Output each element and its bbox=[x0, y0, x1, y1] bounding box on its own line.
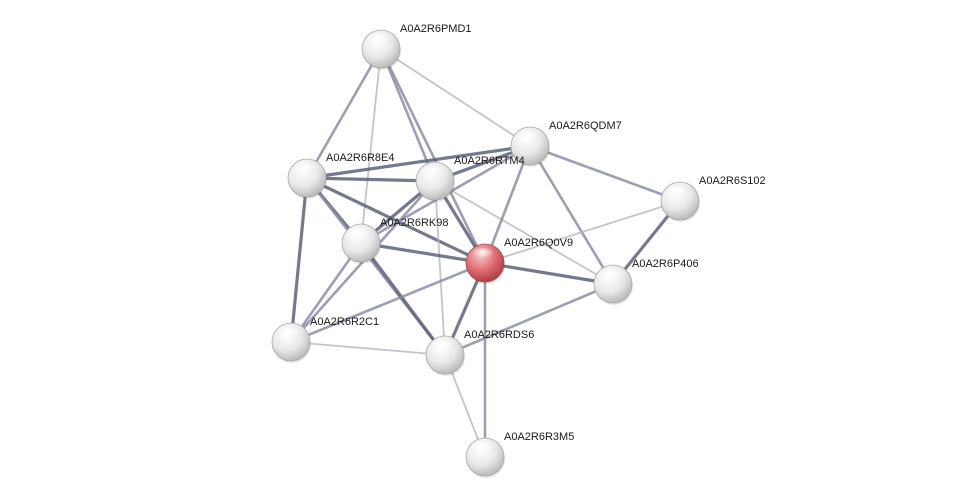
node-label: A0A2R6PMD1 bbox=[400, 23, 472, 35]
node-highlight bbox=[368, 34, 390, 46]
edge-A0A2R6PMD1-A0A2R6Q0V9 bbox=[379, 47, 487, 265]
node-A0A2R6QDM7[interactable]: A0A2R6QDM7 bbox=[510, 120, 622, 167]
node-highlight bbox=[600, 269, 622, 281]
node-label: A0A2R6P406 bbox=[632, 258, 699, 270]
edge-A0A2R6PMD1-A0A2R6RTM4 bbox=[379, 47, 437, 183]
node-label: A0A2R6R3M5 bbox=[504, 431, 574, 443]
node-A0A2R6R8E4[interactable]: A0A2R6R8E4 bbox=[287, 152, 395, 199]
edge-A0A2R6RTM4-A0A2R6RDS6 bbox=[434, 180, 446, 356]
node-label: A0A2R6R2C1 bbox=[310, 316, 379, 328]
edge-A0A2R6R8E4-A0A2R6Q0V9 bbox=[305, 176, 487, 265]
node-label: A0A2R6QDM7 bbox=[549, 120, 622, 132]
node-label: A0A2R6RTM4 bbox=[454, 155, 525, 167]
edge-A0A2R6RK98-A0A2R6R2C1 bbox=[289, 241, 363, 344]
node-highlight bbox=[278, 327, 300, 339]
node-A0A2R6Q0V9[interactable]: A0A2R6Q0V9 bbox=[465, 237, 573, 284]
node-A0A2R6S102[interactable]: A0A2R6S102 bbox=[660, 175, 766, 222]
edge-A0A2R6RK98-A0A2R6Q0V9 bbox=[359, 241, 487, 265]
edge-A0A2R6QDM7-A0A2R6S102 bbox=[528, 144, 682, 203]
node-highlight bbox=[472, 442, 494, 454]
node-highlight bbox=[294, 163, 316, 175]
edge-A0A2R6R8E4-A0A2R6R2C1 bbox=[289, 176, 309, 344]
node-A0A2R6PMD1[interactable]: A0A2R6PMD1 bbox=[361, 23, 472, 70]
edge-A0A2R6PMD1-A0A2R6RK98 bbox=[360, 48, 382, 244]
node-A0A2R6R3M5[interactable]: A0A2R6R3M5 bbox=[465, 431, 574, 478]
node-A0A2R6R2C1[interactable]: A0A2R6R2C1 bbox=[271, 316, 379, 363]
node-highlight bbox=[348, 228, 370, 240]
node-highlight bbox=[667, 186, 689, 198]
edge-A0A2R6R8E4-A0A2R6QDM7 bbox=[305, 144, 532, 180]
edge-A0A2R6QDM7-A0A2R6P406 bbox=[528, 144, 615, 286]
node-highlight bbox=[517, 131, 539, 143]
edge-A0A2R6RTM4-A0A2R6P406 bbox=[434, 180, 614, 285]
node-label: A0A2R6RK98 bbox=[380, 217, 449, 229]
node-A0A2R6RTM4[interactable]: A0A2R6RTM4 bbox=[415, 155, 525, 202]
node-highlight bbox=[472, 248, 494, 260]
edge-A0A2R6PMD1-A0A2R6R8E4 bbox=[305, 47, 383, 180]
node-A0A2R6P406[interactable]: A0A2R6P406 bbox=[593, 258, 699, 305]
edge-A0A2R6RDS6-A0A2R6P406 bbox=[443, 282, 615, 357]
node-highlight bbox=[422, 166, 444, 178]
edge-A0A2R6PMD1-A0A2R6QDM7 bbox=[380, 48, 531, 147]
edge-A0A2R6Q0V9-A0A2R6R2C1 bbox=[289, 261, 487, 344]
edge-A0A2R6R2C1-A0A2R6RDS6 bbox=[290, 341, 446, 356]
edge-A0A2R6S102-A0A2R6Q0V9 bbox=[484, 200, 681, 264]
edge-A0A2R6QDM7-A0A2R6Q0V9 bbox=[483, 144, 532, 265]
node-A0A2R6RK98[interactable]: A0A2R6RK98 bbox=[341, 217, 449, 264]
node-highlight bbox=[432, 340, 454, 352]
node-label: A0A2R6Q0V9 bbox=[504, 237, 573, 249]
node-label: A0A2R6S102 bbox=[699, 175, 766, 187]
node-A0A2R6RDS6[interactable]: A0A2R6RDS6 bbox=[425, 329, 534, 376]
edge-A0A2R6RK98-A0A2R6RDS6 bbox=[359, 241, 447, 357]
edge-A0A2R6Q0V9-A0A2R6P406 bbox=[483, 261, 615, 286]
edge-A0A2R6R8E4-A0A2R6RTM4 bbox=[305, 176, 437, 183]
node-label: A0A2R6RDS6 bbox=[464, 329, 534, 341]
node-label: A0A2R6R8E4 bbox=[326, 152, 395, 164]
